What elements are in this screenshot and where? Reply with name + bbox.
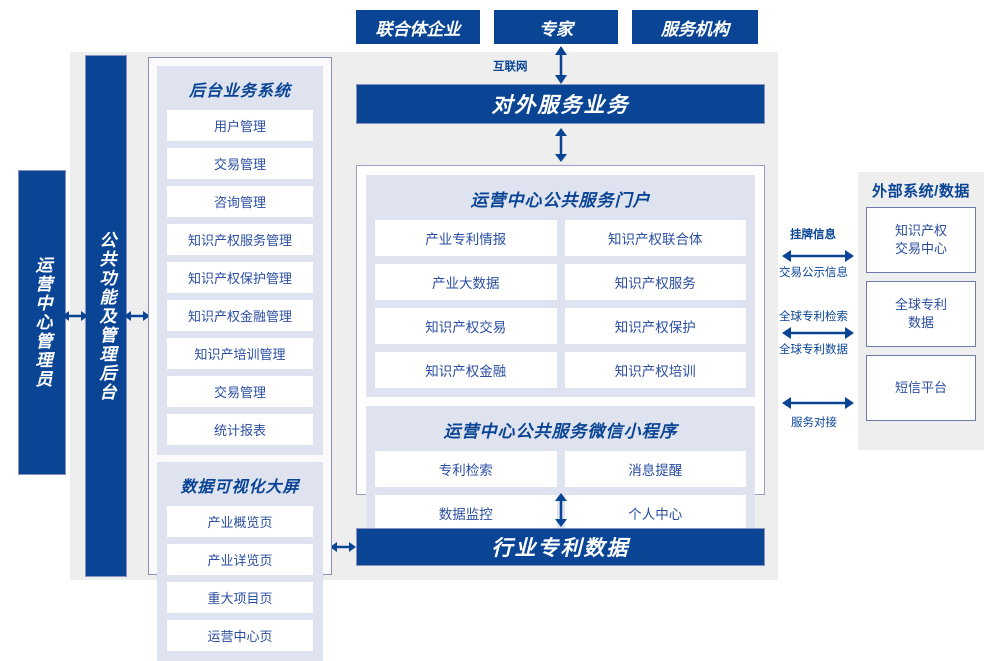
actor-box-service-org[interactable]: 服务机构 — [632, 10, 758, 44]
backend-panel: 后台业务系统 用户管理 交易管理 咨询管理 知识产权服务管理 知识产权保护管理 … — [148, 57, 332, 661]
portal-cell[interactable]: 产业大数据 — [374, 263, 558, 301]
internet-label: 互联网 — [493, 61, 528, 73]
backend-item[interactable]: 交易管理 — [166, 147, 314, 180]
miniprogram-cell[interactable]: 个人中心 — [563, 494, 747, 532]
common-functions-bar[interactable]: 公共功能及管理后台 — [85, 55, 127, 577]
external-arrow-3-icon — [782, 395, 854, 411]
external-box-sms[interactable]: 短信平台 — [866, 355, 976, 421]
backend-item[interactable]: 知识产权服务管理 — [166, 223, 314, 256]
actor-label: 服务机构 — [661, 19, 729, 39]
wechat-miniprogram-group: 运营中心公共服务微信小程序 专利检索 消息提醒 数据监控 个人中心 — [366, 406, 755, 540]
portal-grid: 产业专利情报 知识产权联合体 产业大数据 知识产权服务 知识产权交易 知识产权保… — [374, 219, 747, 389]
portal-cell[interactable]: 知识产权联合体 — [563, 219, 747, 257]
external-box-ip-exchange[interactable]: 知识产权交易中心 — [866, 207, 976, 273]
center-service-panel: 运营中心公共服务门户 产业专利情报 知识产权联合体 产业大数据 知识产权服务 知… — [356, 165, 765, 540]
external-arrow-2-icon — [782, 325, 854, 341]
backend-item[interactable]: 产业详览页 — [166, 543, 314, 576]
conn-label-global-patent-search: 全球专利检索 — [779, 311, 848, 323]
external-systems-panel: 外部系统/数据 知识产权交易中心 全球专利数据 短信平台 — [858, 172, 984, 450]
common-to-backend-arrow-icon — [124, 308, 150, 324]
actor-box-expert[interactable]: 专家 — [494, 10, 618, 44]
external-box-global-patent[interactable]: 全球专利数据 — [866, 281, 976, 347]
conn-label-global-patent-data: 全球专利数据 — [779, 344, 848, 356]
portal-cell[interactable]: 知识产权服务 — [563, 263, 747, 301]
backend-item[interactable]: 知识产培训管理 — [166, 337, 314, 370]
external-arrow-1-icon — [782, 248, 854, 264]
group-title: 运营中心公共服务门户 — [470, 191, 651, 210]
backend-to-industry-arrow-icon — [330, 539, 356, 555]
backend-item[interactable]: 咨询管理 — [166, 185, 314, 218]
backend-item[interactable]: 统计报表 — [166, 413, 314, 446]
backend-item[interactable]: 产业概览页 — [166, 505, 314, 538]
architecture-diagram: 联合体企业 专家 服务机构 互联网 对外服务业务 运营中心管理员 公共功能及管理… — [18, 10, 984, 661]
external-box-label: 知识产权交易中心 — [894, 223, 947, 256]
actor-label: 专家 — [539, 19, 573, 39]
backend-item[interactable]: 知识产权金融管理 — [166, 299, 314, 332]
industry-data-label: 行业专利数据 — [491, 537, 630, 560]
portal-cell[interactable]: 知识产权交易 — [374, 307, 558, 345]
conn-label-listing-info: 挂牌信息 — [790, 229, 836, 241]
conn-label-service-docking: 服务对接 — [791, 417, 837, 429]
backend-item[interactable]: 重大项目页 — [166, 581, 314, 614]
external-box-label: 短信平台 — [894, 380, 947, 396]
portal-cell[interactable]: 知识产权金融 — [374, 351, 558, 389]
internet-arrow-icon — [550, 46, 572, 84]
service-to-portal-arrow-icon — [550, 128, 572, 162]
data-visualization-group: 数据可视化大屏 产业概览页 产业详览页 重大项目页 运营中心页 — [157, 462, 323, 661]
operator-label: 运营中心管理员 — [32, 256, 52, 389]
backend-item[interactable]: 运营中心页 — [166, 619, 314, 652]
group-title: 数据可视化大屏 — [180, 479, 300, 496]
public-service-portal-group: 运营中心公共服务门户 产业专利情报 知识产权联合体 产业大数据 知识产权服务 知… — [366, 175, 755, 397]
external-service-label: 对外服务业务 — [491, 94, 630, 117]
portal-cell[interactable]: 知识产权保护 — [563, 307, 747, 345]
miniprogram-cell[interactable]: 消息提醒 — [563, 450, 747, 488]
backend-item[interactable]: 交易管理 — [166, 375, 314, 408]
operator-to-common-arrow-icon — [62, 308, 88, 324]
operator-bar[interactable]: 运营中心管理员 — [18, 170, 66, 475]
backend-item[interactable]: 知识产权保护管理 — [166, 261, 314, 294]
external-service-bar[interactable]: 对外服务业务 — [356, 84, 765, 124]
external-box-label: 全球专利数据 — [894, 297, 947, 330]
actor-box-consortium[interactable]: 联合体企业 — [356, 10, 480, 44]
external-panel-title: 外部系统/数据 — [872, 183, 970, 200]
actor-label: 联合体企业 — [375, 19, 461, 39]
group-title: 运营中心公共服务微信小程序 — [443, 422, 678, 441]
group-title: 后台业务系统 — [188, 83, 291, 100]
portal-cell[interactable]: 产业专利情报 — [374, 219, 558, 257]
miniprogram-grid: 专利检索 消息提醒 数据监控 个人中心 — [374, 450, 747, 532]
conn-label-trade-public-info: 交易公示信息 — [779, 267, 848, 279]
miniprogram-cell[interactable]: 数据监控 — [374, 494, 558, 532]
common-functions-label: 公共功能及管理后台 — [96, 230, 116, 402]
industry-patent-data-bar[interactable]: 行业专利数据 — [356, 528, 765, 566]
miniprogram-cell[interactable]: 专利检索 — [374, 450, 558, 488]
portal-to-industry-arrow-icon — [550, 493, 572, 527]
backend-business-group: 后台业务系统 用户管理 交易管理 咨询管理 知识产权服务管理 知识产权保护管理 … — [157, 66, 323, 455]
portal-cell[interactable]: 知识产权培训 — [563, 351, 747, 389]
backend-item[interactable]: 用户管理 — [166, 109, 314, 142]
